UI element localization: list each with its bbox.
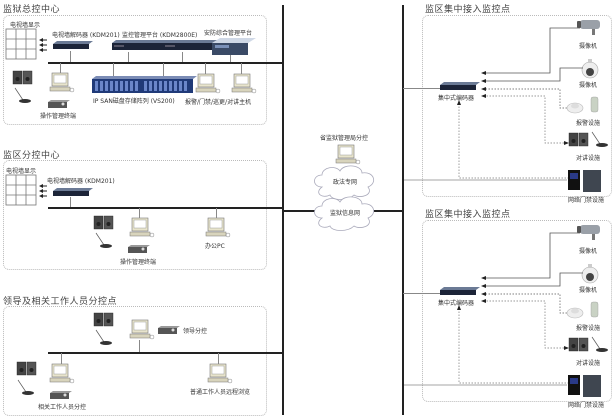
link bbox=[70, 51, 71, 62]
link bbox=[139, 208, 140, 218]
access-control-icon bbox=[568, 375, 601, 397]
link bbox=[139, 340, 140, 352]
zone-title-access-point: 监区集中接入监控点 bbox=[425, 5, 511, 15]
zone-access-point bbox=[422, 220, 612, 402]
link bbox=[182, 52, 183, 62]
signal-lines bbox=[404, 232, 583, 386]
label-staff: 相关工作人员分控 bbox=[38, 404, 87, 411]
label-access: 网络门禁设施 bbox=[568, 197, 605, 204]
link bbox=[216, 208, 217, 218]
smoke-detector-icon bbox=[566, 307, 584, 319]
label-encoder: 集中式编码器 bbox=[438, 95, 475, 102]
label-alarm: 报警设施 bbox=[576, 120, 601, 127]
link bbox=[218, 353, 219, 364]
smoke-detector-icon bbox=[566, 102, 584, 114]
label-access: 网络门禁设施 bbox=[568, 402, 605, 409]
label-alarm: 报警设施 bbox=[576, 325, 601, 332]
intercom-speaker-icon bbox=[568, 337, 589, 352]
link bbox=[241, 63, 242, 74]
zone-hq bbox=[3, 15, 267, 125]
pir-sensor-icon bbox=[590, 96, 599, 113]
label-intercom: 对讲设施 bbox=[576, 360, 601, 367]
zone-title-leaders: 领导及相关工作人员分控点 bbox=[3, 297, 118, 307]
access-point-zone: 监区集中接入监控点 集中式编码器 摄像机 摄像机 报警设施 对讲设施 bbox=[403, 5, 612, 204]
label-operator: 操作管理终端 bbox=[40, 113, 77, 120]
label-remote: 普通工作人员远程浏览 bbox=[190, 389, 251, 396]
zone-district bbox=[3, 160, 267, 270]
lan-district bbox=[48, 207, 283, 209]
link bbox=[61, 353, 62, 364]
uplink bbox=[403, 88, 441, 89]
lan-hq bbox=[48, 62, 283, 64]
zone-leaders bbox=[3, 306, 267, 416]
zone-title-hq: 监狱总控中心 bbox=[3, 5, 61, 15]
intercom-speaker-icon bbox=[568, 132, 589, 147]
label-platform: 监控管理平台 (KDM2800E) bbox=[122, 32, 198, 39]
link bbox=[163, 63, 164, 76]
label-tv-wall: 电视墙显示 bbox=[6, 168, 37, 175]
link bbox=[205, 63, 206, 74]
label-leader: 领导分控 bbox=[183, 328, 208, 335]
label-storage: IP SAN磁盘存储阵列 (VS200) bbox=[93, 98, 175, 105]
intercom-mic-icon bbox=[591, 336, 609, 353]
label-camera: 摄像机 bbox=[579, 43, 598, 50]
label-intercom: 对讲设施 bbox=[576, 155, 601, 162]
zone-access-point bbox=[422, 15, 612, 197]
label-tv-wall: 电视墙显示 bbox=[10, 22, 41, 29]
label-alarm-host: 报警/门禁/巡更/对讲主机 bbox=[185, 99, 252, 106]
access-control-icon bbox=[568, 170, 601, 192]
lan-leaders bbox=[48, 352, 283, 354]
link bbox=[70, 197, 71, 207]
uplink bbox=[403, 293, 441, 294]
label-cloud-prison: 监狱信息网 bbox=[330, 210, 361, 217]
label-security-platform: 安防综合管理平台 bbox=[204, 30, 253, 37]
label-office-pc: 办公PC bbox=[205, 243, 225, 250]
label-camera: 摄像机 bbox=[579, 82, 598, 89]
zone-title-district: 监区分控中心 bbox=[3, 151, 61, 161]
signal-lines bbox=[404, 27, 583, 181]
label-camera: 摄像机 bbox=[579, 248, 598, 255]
link bbox=[113, 63, 114, 76]
backbone-right bbox=[402, 5, 404, 415]
label-camera: 摄像机 bbox=[579, 287, 598, 294]
label-decoder: 电视墙解码器 (KDM201) bbox=[52, 32, 120, 39]
label-decoder: 电视墙解码器 (KDM201) bbox=[47, 178, 115, 185]
intercom-mic-icon bbox=[591, 131, 609, 148]
pir-sensor-icon bbox=[590, 301, 599, 318]
link bbox=[60, 63, 61, 73]
label-operator: 操作管理终端 bbox=[120, 259, 157, 266]
label-encoder: 集中式编码器 bbox=[438, 300, 475, 307]
zone-title-access-point: 监区集中接入监控点 bbox=[425, 210, 511, 220]
access-point-zone: 监区集中接入监控点 集中式编码器 摄像机 摄像机 报警设施 对讲设施 bbox=[0, 205, 613, 415]
link bbox=[128, 52, 129, 62]
link bbox=[230, 55, 231, 62]
label-cloud-politics: 政法专网 bbox=[333, 179, 358, 186]
label-provincial: 省监狱管理局分控 bbox=[320, 135, 369, 142]
